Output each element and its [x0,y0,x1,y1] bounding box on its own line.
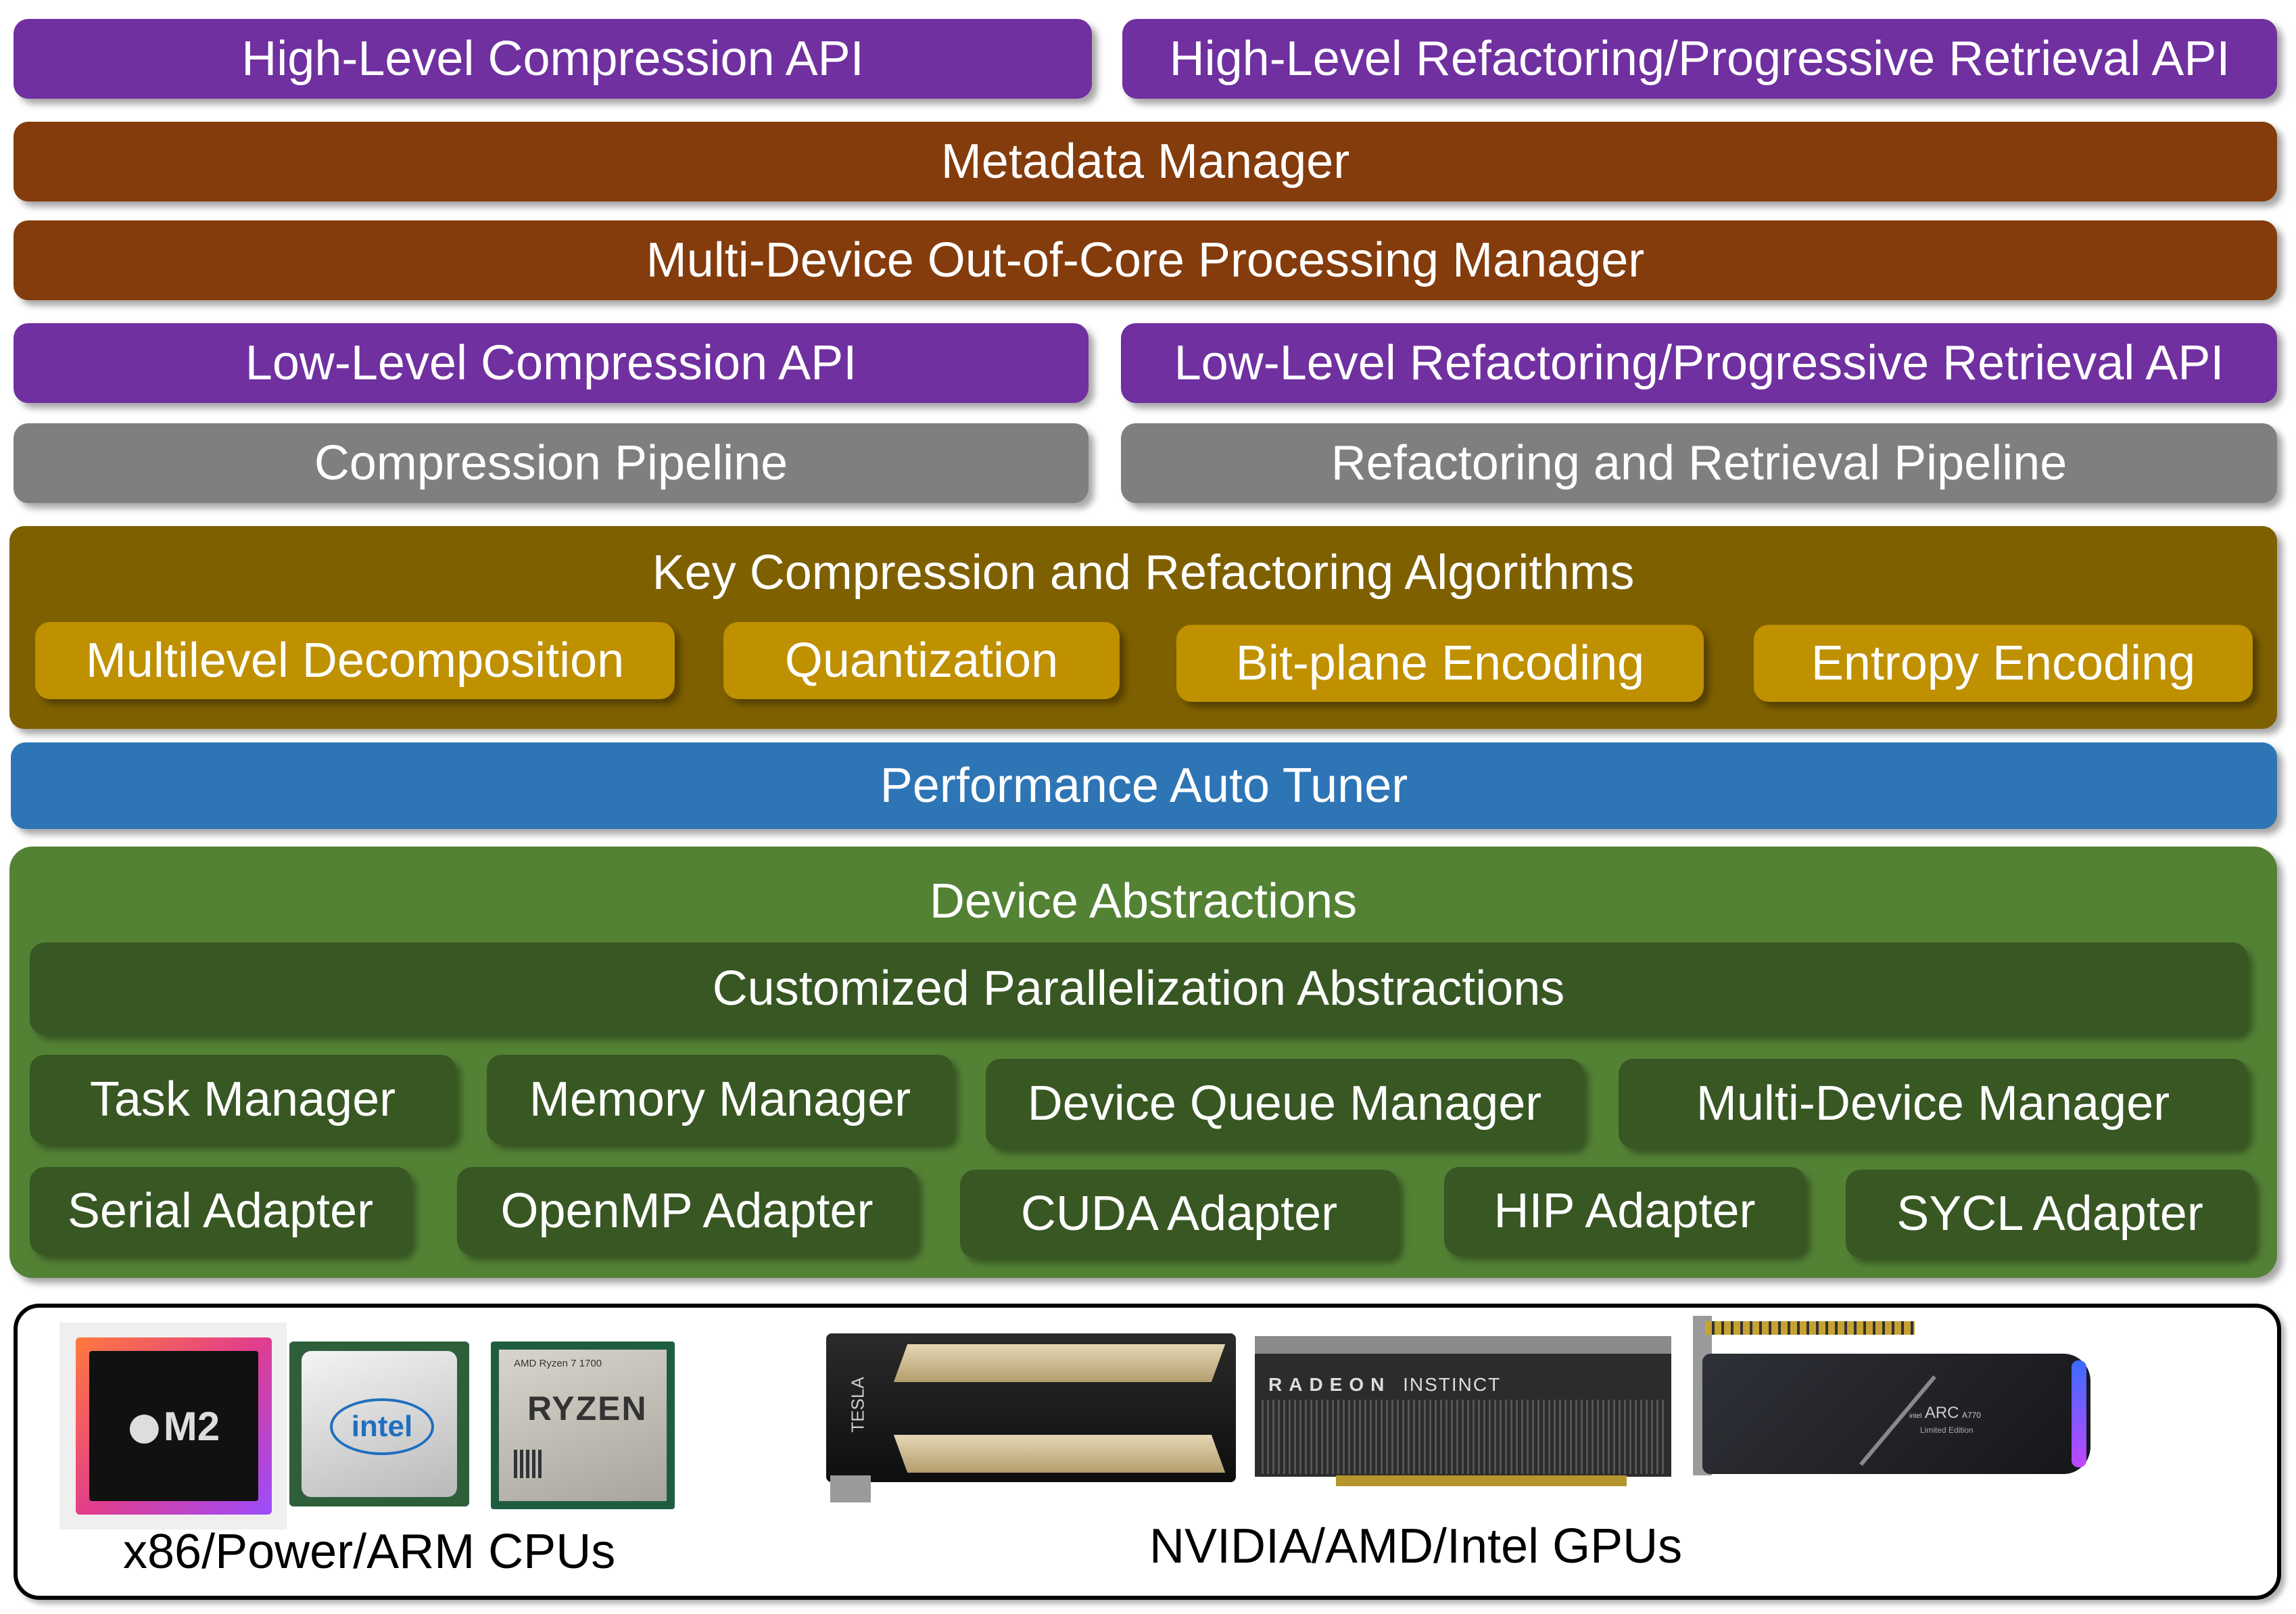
out-of-core-processing-manager-label: Multi-Device Out-of-Core Processing Mana… [646,233,1645,287]
manager-label: Device Queue Manager [1027,1076,1542,1131]
performance-auto-tuner-label: Performance Auto Tuner [880,759,1408,813]
high-level-refactoring-api: High-Level Refactoring/Progressive Retri… [1122,19,2277,99]
performance-auto-tuner: Performance Auto Tuner [11,742,2277,829]
device-abstractions-title: Device Abstractions [929,874,1358,928]
low-level-compression-api-label: Low-Level Compression API [245,336,857,390]
intel-arc-gpu-image: intel ARC A770 Limited Edition [1693,1316,2090,1484]
adapter-label: OpenMP Adapter [500,1184,874,1238]
amd-model-text: AMD Ryzen 7 1700 [514,1358,602,1369]
algorithm-multilevel-decomposition: Multilevel Decomposition [35,622,675,699]
memory-manager: Memory Manager [487,1055,953,1144]
compression-pipeline-label: Compression Pipeline [314,436,788,490]
customized-parallelization-abstractions: Customized Parallelization Abstractions [30,943,2247,1035]
out-of-core-processing-manager: Multi-Device Out-of-Core Processing Mana… [14,220,2277,300]
limited-edition-label: Limited Edition [1920,1425,1974,1435]
high-level-compression-api-label: High-Level Compression API [241,32,864,86]
manager-label: Task Manager [89,1072,396,1126]
tesla-label: TESLA [847,1377,868,1433]
parallelization-label: Customized Parallelization Abstractions [712,962,1565,1016]
cuda-adapter: CUDA Adapter [960,1170,1398,1258]
algorithm-bit-plane-encoding: Bit-plane Encoding [1176,625,1704,702]
nvidia-tesla-gpu-image: TESLA [826,1333,1236,1502]
algorithm-quantization: Quantization [723,622,1120,699]
qr-code-icon [514,1450,542,1478]
task-manager: Task Manager [30,1055,456,1144]
openmp-adapter: OpenMP Adapter [457,1167,917,1255]
adapter-label: HIP Adapter [1493,1184,1756,1238]
adapter-label: SYCL Adapter [1896,1187,2203,1241]
multi-device-manager: Multi-Device Manager [1619,1059,2247,1148]
manager-label: Multi-Device Manager [1696,1076,2170,1131]
high-level-refactoring-api-label: High-Level Refactoring/Progressive Retri… [1169,32,2230,86]
algorithm-label: Quantization [784,634,1059,688]
refactoring-retrieval-pipeline-label: Refactoring and Retrieval Pipeline [1331,436,2067,490]
adapter-label: Serial Adapter [67,1184,374,1238]
apple-logo-icon: ● [127,1404,161,1448]
hip-adapter: HIP Adapter [1444,1167,1805,1255]
instinct-label: INSTINCT [1403,1374,1502,1395]
algorithm-label: Entropy Encoding [1811,636,2196,690]
radeon-label: RADEON [1268,1374,1391,1395]
cpu-caption: x86/Power/ARM CPUs [123,1525,616,1579]
metadata-manager: Metadata Manager [14,122,2277,201]
high-level-compression-api: High-Level Compression API [14,19,1092,99]
algorithm-entropy-encoding: Entropy Encoding [1754,625,2253,702]
refactoring-retrieval-pipeline: Refactoring and Retrieval Pipeline [1121,423,2277,503]
adapter-label: CUDA Adapter [1020,1187,1338,1241]
metadata-manager-label: Metadata Manager [940,135,1350,189]
ryzen-logo: RYZEN [527,1390,648,1427]
intel-arc-small-logo: intel [1909,1413,1922,1420]
intel-logo: intel [351,1410,413,1443]
amd-ryzen-cpu-image: AMD Ryzen 7 1700 RYZEN [491,1342,675,1509]
m2-label: M2 [163,1403,220,1449]
device-queue-manager: Device Queue Manager [986,1059,1583,1148]
key-algorithms-title: Key Compression and Refactoring Algorith… [652,546,1635,600]
sycl-adapter: SYCL Adapter [1846,1170,2254,1258]
apple-m2-chip-image: ● M2 [59,1323,287,1529]
amd-radeon-instinct-gpu-image: RADEON INSTINCT [1255,1336,1671,1488]
intel-cpu-image: intel [289,1342,469,1506]
manager-label: Memory Manager [529,1072,911,1126]
serial-adapter: Serial Adapter [30,1167,411,1255]
low-level-compression-api: Low-Level Compression API [14,323,1089,403]
compression-pipeline: Compression Pipeline [14,423,1089,503]
low-level-refactoring-api-label: Low-Level Refactoring/Progressive Retrie… [1174,336,2224,390]
a770-label: A770 [1961,1410,1981,1420]
arc-label: ARC [1924,1404,1959,1422]
gpu-caption: NVIDIA/AMD/Intel GPUs [1149,1519,1683,1573]
low-level-refactoring-api: Low-Level Refactoring/Progressive Retrie… [1121,323,2277,403]
algorithm-label: Multilevel Decomposition [85,634,625,688]
algorithm-label: Bit-plane Encoding [1235,636,1645,690]
